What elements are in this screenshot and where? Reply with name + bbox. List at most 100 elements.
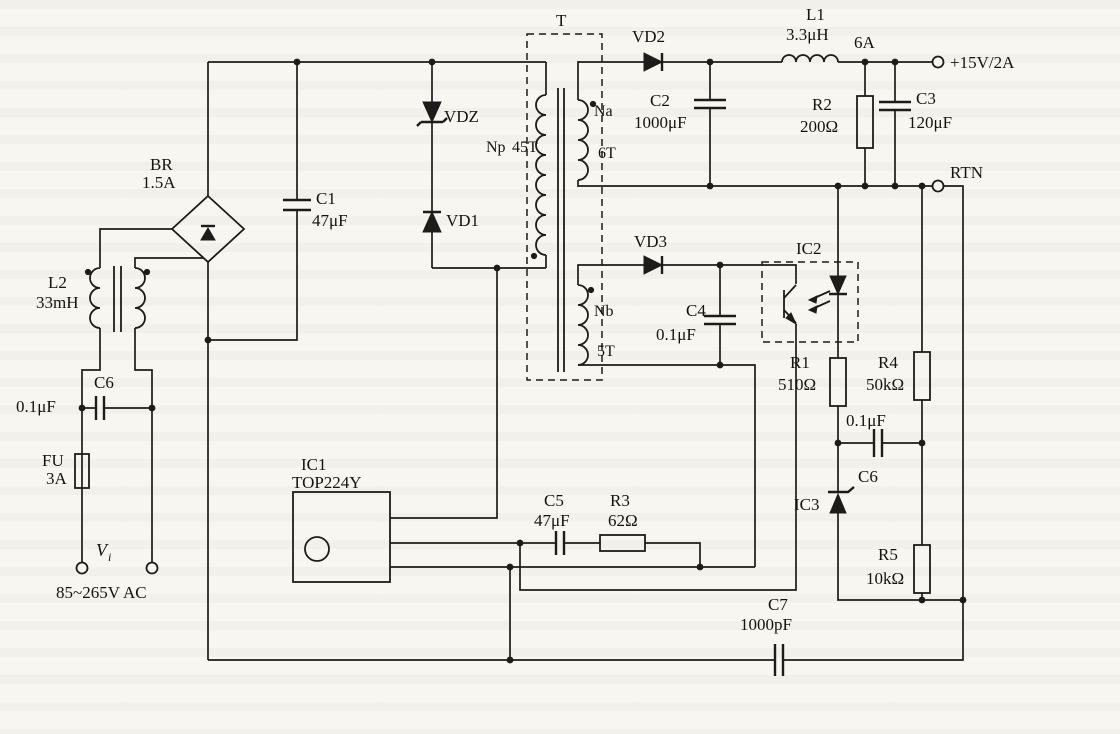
diode-vd2 — [643, 52, 664, 72]
label-vd2: VD2 — [632, 27, 665, 46]
label-c2-ref: C2 — [650, 91, 670, 110]
capacitor-c5 — [554, 531, 566, 555]
label-r3-value: 62Ω — [608, 511, 638, 530]
label-out-positive: +15V/2A — [950, 53, 1015, 72]
label-fu-ref: FU — [42, 451, 64, 470]
label-c6fb-value: 0.1μF — [846, 411, 886, 430]
wire-primary-bus — [207, 61, 775, 661]
label-vd3: VD3 — [634, 232, 667, 251]
wire-bias-net — [519, 186, 839, 591]
label-fu-value: 3A — [46, 469, 68, 488]
wire-control-net — [390, 542, 755, 660]
label-vdz: VDZ — [444, 107, 479, 126]
labels: T VD2 L1 3.3μH 6A +15V/2A C2 1000μF R2 2… — [16, 5, 1015, 634]
label-c5-ref: C5 — [544, 491, 564, 510]
label-vin: V — [96, 540, 109, 560]
l2-polarity-dot-right — [143, 268, 151, 276]
label-c7-value: 1000pF — [740, 615, 792, 634]
ic1-top224y-package — [292, 491, 391, 583]
fuse-fu — [74, 453, 90, 489]
label-c6fb-ref: C6 — [858, 467, 878, 486]
label-np-turns: 45T — [512, 139, 538, 156]
label-c1-ref: C1 — [316, 189, 336, 208]
label-ic2: IC2 — [796, 239, 822, 258]
wires — [81, 61, 964, 661]
common-mode-choke-l2 — [84, 266, 151, 332]
label-br-ref: BR — [150, 155, 173, 174]
primary-winding-np — [535, 94, 547, 256]
nb-polarity-dot — [587, 286, 595, 294]
junction-dots — [78, 58, 967, 664]
capacitor-c1 — [283, 198, 311, 212]
opto-led — [829, 275, 847, 296]
label-na: Na — [594, 103, 613, 120]
zener-vdz — [416, 101, 448, 127]
label-r5-ref: R5 — [878, 545, 898, 564]
emitter-arrow — [785, 312, 798, 326]
label-nb-turns: 5T — [597, 343, 615, 360]
capacitors — [94, 98, 911, 676]
resistor-r1 — [829, 357, 847, 407]
secondary-winding-na — [577, 99, 589, 181]
label-r4-ref: R4 — [878, 353, 898, 372]
label-np: Np — [486, 139, 506, 156]
label-rail-current: 6A — [854, 33, 876, 52]
label-l1-ref: L1 — [806, 5, 825, 24]
resistor-r5 — [913, 544, 931, 594]
label-input-range: 85~265V AC — [56, 583, 147, 602]
label-nb: Nb — [594, 303, 614, 320]
optocoupler-boundary — [761, 261, 859, 343]
capacitor-c6-input — [94, 396, 106, 420]
label-br-value: 1.5A — [142, 173, 176, 192]
label-c7-ref: C7 — [768, 595, 788, 614]
diode-vd3 — [643, 255, 664, 275]
label-c2-value: 1000μF — [634, 113, 687, 132]
terminals — [75, 55, 945, 575]
label-r2-ref: R2 — [812, 95, 832, 114]
label-c3-value: 120μF — [908, 113, 952, 132]
label-r4-value: 50kΩ — [866, 375, 904, 394]
terminal-out-positive — [931, 55, 945, 69]
label-l2-value: 33mH — [36, 293, 79, 312]
resistor-r3 — [599, 534, 646, 552]
label-r5-value: 10kΩ — [866, 569, 904, 588]
label-c5-value: 47μF — [534, 511, 570, 530]
label-l2-ref: L2 — [48, 273, 67, 292]
resistors — [599, 95, 931, 594]
label-c4-ref: C4 — [686, 301, 706, 320]
wire-feedback-net — [837, 186, 963, 601]
label-ic1-part: TOP224Y — [292, 473, 362, 492]
np-polarity-dot — [530, 252, 538, 260]
terminal-out-rtn — [931, 179, 945, 193]
inductor-l1 — [781, 54, 839, 63]
transformer — [530, 88, 597, 372]
label-ic3: IC3 — [794, 495, 820, 514]
label-r1-ref: R1 — [790, 353, 810, 372]
label-r3-ref: R3 — [610, 491, 630, 510]
shunt-regulator-ic3 — [828, 486, 855, 514]
label-c1-value: 47μF — [312, 211, 348, 230]
na-polarity-dot — [589, 100, 597, 108]
capacitor-c4 — [704, 314, 736, 326]
label-c3-ref: C3 — [916, 89, 936, 108]
capacitor-c7 — [773, 644, 785, 676]
label-c4-value: 0.1μF — [656, 325, 696, 344]
choke-core — [113, 266, 122, 332]
label-out-rtn: RTN — [950, 163, 983, 182]
label-vd1: VD1 — [446, 211, 479, 230]
label-r2-value: 200Ω — [800, 117, 838, 136]
wire-secondary-bus — [577, 61, 964, 661]
label-vin-sub: i — [108, 550, 111, 564]
optocoupler-ic2 — [783, 275, 847, 326]
resistor-r4 — [913, 351, 931, 401]
diode-vd1 — [422, 210, 442, 233]
capacitor-c3 — [879, 100, 911, 112]
transformer-boundary — [526, 33, 603, 381]
label-c6in-value: 0.1μF — [16, 397, 56, 416]
transformer-core — [557, 88, 565, 372]
capacitor-c2 — [694, 98, 726, 110]
label-l1-value: 3.3μH — [786, 25, 829, 44]
capacitor-c6-feedback — [872, 429, 884, 457]
